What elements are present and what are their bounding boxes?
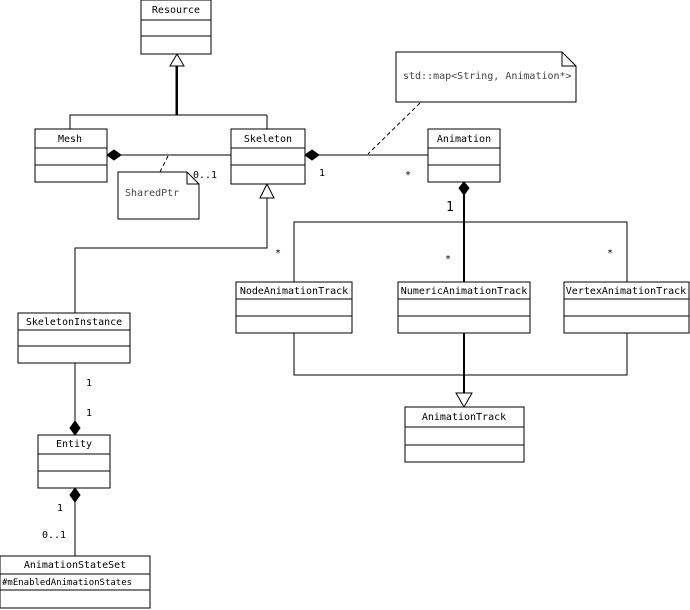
class-entity[interactable]: Entity: [37, 434, 111, 489]
class-animation[interactable]: Animation: [427, 128, 501, 183]
skeleton-composition-diamond: [304, 149, 320, 161]
mult-animation-tracks-one: 1: [446, 200, 454, 215]
shared-ptr-note-anchor: [159, 155, 169, 173]
mult-entity-state-optional: 0..1: [42, 530, 66, 541]
animation-track-generalization-arrow: [455, 392, 473, 409]
animation-composition-diamond: [458, 181, 470, 196]
class-animation-state-set-name: AnimationStateSet: [24, 560, 126, 571]
map-note: std::map<String, Animation*>: [395, 51, 577, 103]
class-animation-name: Animation: [437, 134, 491, 145]
mult-numeric-track-many: *: [445, 254, 451, 265]
tracks-inheritance-bus: [293, 333, 628, 376]
entity-composition-diamond: [69, 420, 81, 436]
mult-node-track-many: *: [275, 248, 281, 259]
class-animation-track-name: AnimationTrack: [422, 412, 506, 423]
entity-state-diamond: [69, 487, 81, 503]
class-skeleton-instance[interactable]: SkeletonInstance: [17, 312, 131, 364]
class-node-animation-track-name: NodeAnimationTrack: [240, 286, 348, 297]
mult-skeleton-animation-many: *: [405, 170, 411, 181]
class-entity-name: Entity: [56, 439, 92, 450]
mult-vertex-track-many: *: [607, 248, 613, 259]
skeleton-generalization-arrow: [259, 182, 275, 199]
mult-skeleton-animation-one: 1: [319, 168, 325, 179]
class-skeleton-instance-name: SkeletonInstance: [26, 317, 122, 328]
shared-ptr-note-text: SharedPtr: [125, 188, 179, 199]
shared-ptr-note: SharedPtr: [117, 171, 200, 220]
class-animation-track[interactable]: AnimationTrack: [404, 406, 525, 463]
class-resource-name: Resource: [152, 5, 200, 16]
class-numeric-animation-track[interactable]: NumericAnimationTrack: [397, 281, 531, 334]
class-animation-state-set-attribute: #mEnabledAnimationStates: [2, 578, 132, 588]
mesh-inheritance-line: [69, 66, 177, 129]
mult-mesh-skeleton: 0..1: [193, 170, 217, 181]
class-skeleton-name: Skeleton: [244, 134, 292, 145]
mult-entity-state-one: 1: [57, 503, 63, 514]
class-vertex-animation-track-name: VertexAnimationTrack: [566, 286, 686, 297]
class-skeleton[interactable]: Skeleton: [230, 128, 306, 185]
class-resource[interactable]: Resource: [140, 0, 212, 55]
class-vertex-animation-track[interactable]: VertexAnimationTrack: [563, 281, 690, 334]
class-mesh[interactable]: Mesh: [34, 128, 108, 183]
mesh-composition-diamond: [106, 149, 122, 161]
animation-tracks-bus: [293, 221, 628, 282]
mult-instance-entity-top: 1: [86, 378, 92, 389]
map-note-text: std::map<String, Animation*>: [403, 71, 572, 82]
mult-instance-entity-bottom: 1: [86, 408, 92, 419]
map-note-anchor: [367, 102, 421, 155]
class-node-animation-track[interactable]: NodeAnimationTrack: [235, 281, 353, 334]
resource-generalization-arrow: [169, 53, 185, 67]
class-numeric-animation-track-name: NumericAnimationTrack: [401, 286, 527, 297]
skeleton-instance-inheritance-line: [74, 198, 268, 313]
class-mesh-name: Mesh: [58, 134, 82, 145]
class-animation-state-set[interactable]: AnimationStateSet #mEnabledAnimationStat…: [0, 555, 151, 609]
